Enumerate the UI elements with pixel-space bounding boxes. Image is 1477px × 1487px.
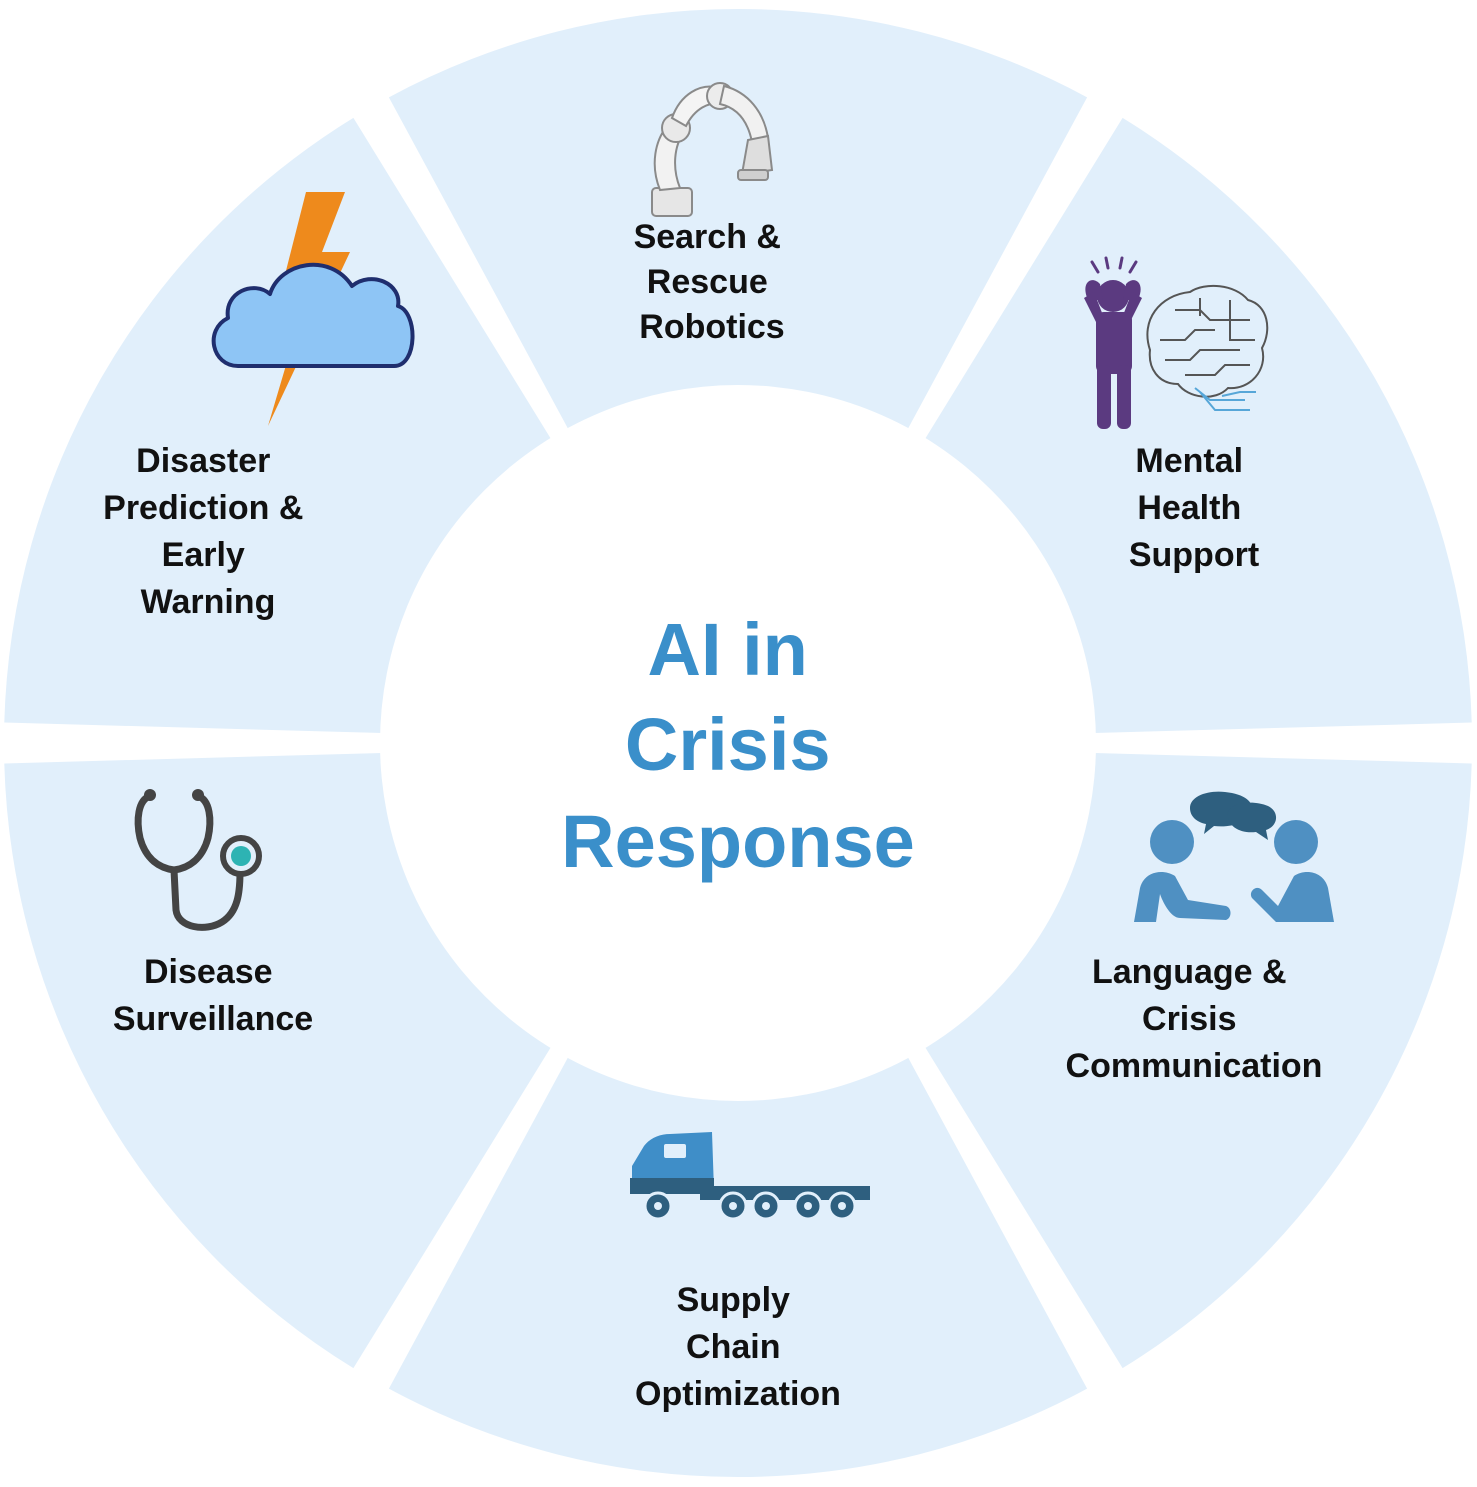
- segment-label-search-rescue: Search & Rescue Robotics: [634, 218, 791, 346]
- stethoscope-icon: [134, 789, 262, 931]
- conversation-people-icon: [1134, 791, 1334, 922]
- center-title-line-2: Crisis: [625, 703, 831, 786]
- center-title: AI in Crisis Response: [561, 608, 915, 883]
- center-title-line-3: Response: [561, 800, 915, 883]
- segment-search-rescue: [388, 9, 1088, 453]
- segment-label-supply-chain: Supply Chain Optimization: [635, 1281, 841, 1413]
- segment-label-mental-health: Mental Health Support: [1129, 442, 1259, 574]
- segment-label-disaster-prediction: Disaster Prediction & Early Warning: [103, 442, 313, 621]
- storm-cloud-icon: [211, 192, 415, 426]
- segment-label-disease-surveillance: Disease Surveillance: [113, 953, 313, 1038]
- stressed-person-brain-icon: [1084, 256, 1269, 429]
- truck-icon: [630, 1132, 870, 1221]
- center-title-line-1: AI in: [648, 608, 808, 691]
- segment-label-language-crisis: Language & Crisis Communication: [1066, 953, 1323, 1085]
- robot-arm-icon: [651, 82, 774, 217]
- center-circle: [380, 385, 1096, 1101]
- segment-supply-chain: [388, 1033, 1088, 1477]
